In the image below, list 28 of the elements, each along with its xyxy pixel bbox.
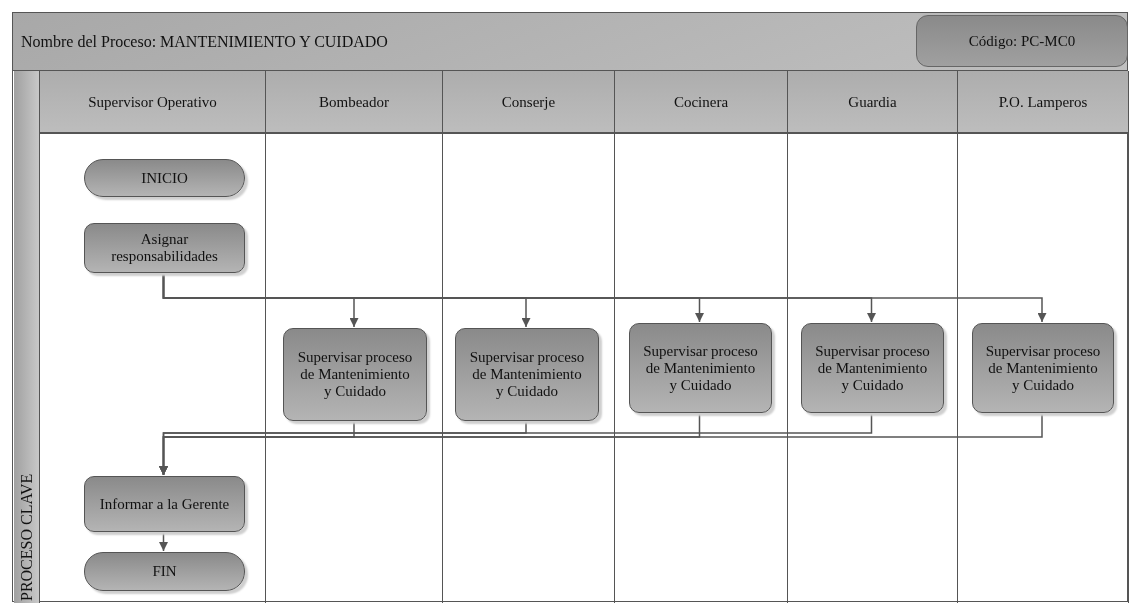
connector-arrow (162, 271, 1047, 323)
swimlane (958, 71, 1129, 603)
process-box: Supervisar proceso de Mantenimiento y Cuidado (283, 328, 427, 421)
terminal-pill: FIN (84, 552, 245, 591)
lane-header: Cocinera (673, 93, 729, 111)
swimlane (615, 71, 788, 603)
process-box: Supervisar proceso de Mantenimiento y Cuidado (629, 323, 772, 413)
process-code-box: Código: PC-MC0 (916, 15, 1128, 67)
lane-header: Supervisor Operativo (88, 93, 217, 111)
connector-arrow (159, 530, 168, 552)
process-box: Asignar responsabilidades (84, 223, 245, 273)
swimlane (266, 71, 443, 603)
lane-header: Bombeador (319, 93, 389, 111)
swimlane (40, 71, 266, 603)
category-band (14, 71, 40, 603)
swimlane (443, 71, 615, 603)
lane-header: P.O. Lamperos (998, 93, 1088, 111)
terminal-pill: INICIO (84, 159, 245, 197)
lane-header: Guardia (848, 93, 897, 111)
process-box: Supervisar proceso de Mantenimiento y Cuidado (801, 323, 944, 413)
band-label: PROCESO CLAVE (17, 473, 36, 601)
process-box: Supervisar proceso de Mantenimiento y Cuidado (455, 328, 599, 421)
swimlane (788, 71, 958, 603)
lane-header: Conserje (501, 93, 556, 111)
process-box: Supervisar proceso de Mantenimiento y Cuidado (972, 323, 1114, 413)
connector-arrow (159, 411, 1043, 476)
process-frame (12, 12, 1128, 602)
process-box: Informar a la Gerente (84, 476, 245, 532)
